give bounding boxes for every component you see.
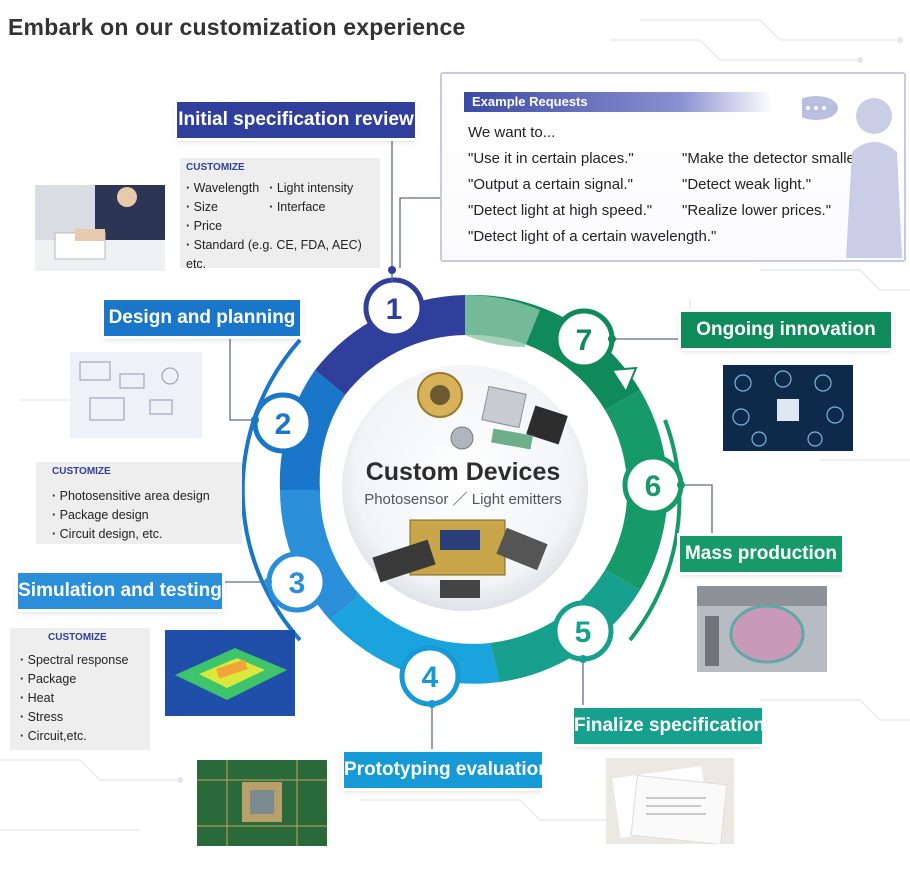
svg-text:2: 2 [275, 408, 292, 441]
step-number-7: 7 [553, 308, 615, 370]
svg-text:5: 5 [575, 616, 592, 649]
center-title: Custom Devices [366, 458, 561, 486]
list-item: Standard (e.g. CE, FDA, AEC) [186, 236, 380, 255]
list-item: Wavelength [186, 179, 260, 198]
step-1-label: Initial specification review [177, 102, 415, 138]
step-3-label: Simulation and testing [18, 573, 222, 609]
example-requests-panel: Example Requests We want to... "Use it i… [440, 72, 906, 262]
step-number-2: 2 [252, 392, 314, 454]
svg-text:6: 6 [645, 470, 662, 503]
list-item: Circuit design, etc. [52, 525, 242, 544]
svg-text:4: 4 [422, 661, 439, 694]
step-number-4: 4 [399, 645, 461, 707]
step-6-label: Mass production [680, 536, 842, 572]
simulation-heatmap-photo [165, 630, 295, 716]
customize-panel-step1: CUSTOMIZE WavelengthSizePrice Light inte… [180, 158, 380, 271]
step-number-5: 5 [552, 600, 614, 662]
center-subtitle: Photosensor ／ Light emitters [364, 491, 562, 508]
request-item: "Output a certain signal." [468, 176, 633, 193]
list-item: Circuit,etc. [20, 727, 150, 746]
list-item: Size [186, 198, 259, 217]
request-item: "Use it in certain places." [468, 150, 634, 167]
list-item: Package design [52, 506, 242, 525]
prototype-circuit-board-photo [197, 760, 327, 846]
svg-text:7: 7 [576, 324, 593, 357]
businessman-writing-photo [35, 185, 165, 271]
specification-documents-photo [606, 758, 734, 844]
device-illustrations [372, 372, 568, 598]
innovation-technology-photo [723, 365, 853, 451]
step-4-label: Prototyping evaluation [344, 752, 550, 788]
step-2-label: Design and planning [104, 300, 300, 336]
request-item: "Detect weak light." [682, 176, 812, 193]
list-item: Interface [269, 198, 353, 217]
step-number-6: 6 [622, 454, 684, 516]
request-item: "Detect light of a certain wavelength." [468, 228, 717, 245]
step-7-label: Ongoing innovation [681, 312, 891, 348]
step-number-1: 1 [363, 277, 425, 339]
list-item: Package [20, 670, 150, 689]
example-requests-header: Example Requests [464, 92, 772, 112]
customize-panel-step2: CUSTOMIZE Photosensitive area design Pac… [36, 462, 242, 544]
step-number-3: 3 [266, 551, 328, 613]
svg-text:1: 1 [386, 293, 403, 326]
list-item: etc. [186, 257, 207, 271]
svg-text:3: 3 [289, 567, 306, 600]
mass-production-wafer-photo [697, 586, 827, 672]
list-item: Spectral response [20, 651, 150, 670]
list-item: Photosensitive area design [52, 487, 242, 506]
list-item: Stress [20, 708, 150, 727]
customize-heading: CUSTOMIZE [186, 162, 245, 173]
list-item: Price [186, 217, 259, 236]
person-silhouette-icon [802, 96, 902, 258]
customize-panel-step3: CUSTOMIZE Spectral response Package Heat… [10, 628, 150, 750]
page-title: Embark on our customization experience [8, 14, 466, 40]
customize-heading: CUSTOMIZE [48, 632, 107, 643]
request-intro: We want to... [468, 124, 556, 141]
customize-heading: CUSTOMIZE [52, 466, 111, 477]
request-item: "Realize lower prices." [682, 202, 832, 219]
design-sketch-photo [70, 352, 202, 438]
step-5-label: Finalize specification [574, 708, 765, 744]
list-item: Heat [20, 689, 150, 708]
list-item: Light intensity [269, 179, 353, 198]
request-item: "Detect light at high speed." [468, 202, 653, 219]
request-item: "Make the detector smaller." [682, 150, 869, 167]
